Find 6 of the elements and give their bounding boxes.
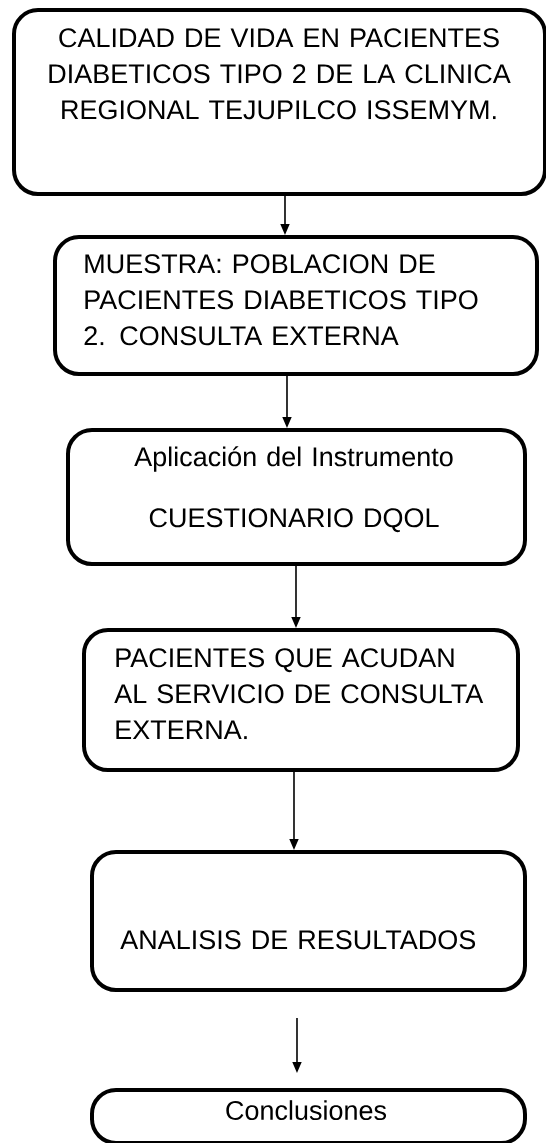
process-box: CALIDAD DE VIDA EN PACIENTES DIABETICOS TIPO 2 DE LA CLINICA REGIONAL TEJUPILCO ISSEMYM. (12, 8, 546, 196)
process-box: ANALISIS DE RESULTADOS (90, 850, 527, 992)
process-box: MUESTRA: POBLACION DE PACIENTES DIABETICOS TIPO 2. CONSULTA EXTERNA (53, 235, 539, 376)
process-box: PACIENTES QUE ACUDAN AL SERVICIO DE CONSULTA EXTERNA. (82, 628, 520, 772)
process-box: Conclusiones (90, 1088, 527, 1143)
process-box: Aplicación del Instrumento CUESTIONARIO DQOL (66, 428, 527, 566)
